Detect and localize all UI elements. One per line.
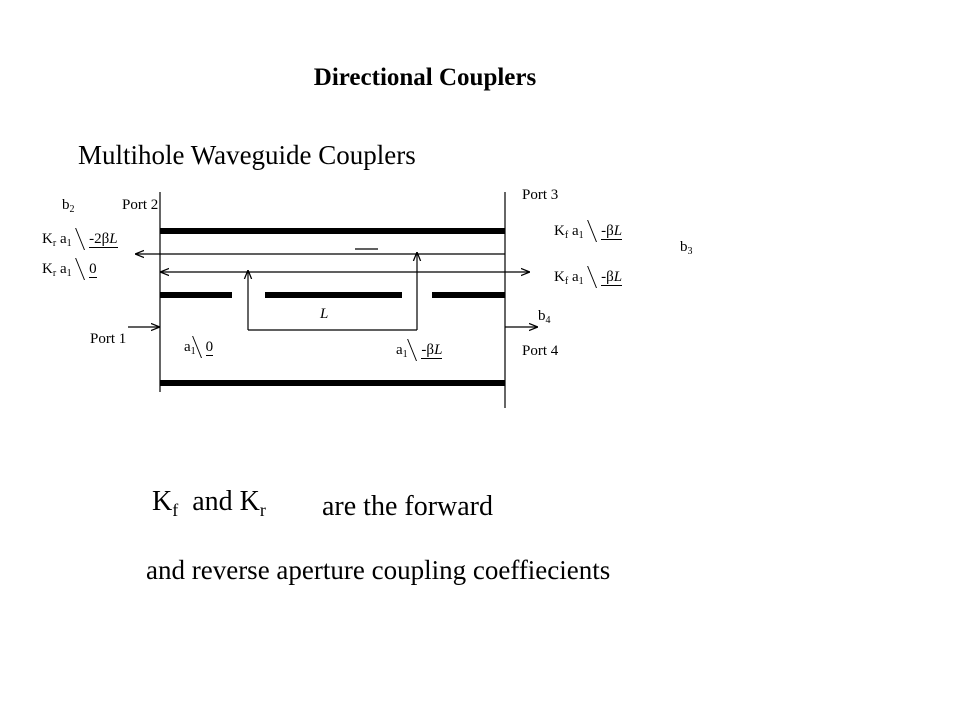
kf-kr-symbols: Kf and Kr — [152, 486, 266, 520]
port2-label: Port 2 — [122, 197, 159, 213]
port4-label: Port 4 — [522, 343, 559, 359]
common-wall-segment-2 — [265, 292, 402, 298]
b3-label: b3 — [680, 239, 693, 257]
caption-line-1: are the forward — [322, 491, 494, 522]
b2-label: b2 — [62, 197, 75, 215]
page-subtitle: Multihole Waveguide Couplers — [78, 140, 416, 170]
reverse-wave-label-1: Kr a1 -2βL — [42, 231, 118, 249]
secondary-guide-top-wall — [160, 228, 505, 234]
main-guide-bottom-wall — [160, 380, 505, 386]
length-label: L — [320, 306, 329, 322]
forward-wave-label-2: Kf a1 -βL — [554, 269, 623, 287]
incident-wave-label-hole2: a1 -βL — [396, 342, 443, 360]
common-wall-segment-3 — [432, 292, 505, 298]
port3-label: Port 3 — [522, 187, 559, 203]
reverse-wave-label-2: Kr a1 0 — [42, 261, 97, 279]
caption-line-2: and reverse aperture coupling coeffiecie… — [146, 555, 611, 585]
common-wall-segment-1 — [160, 292, 232, 298]
forward-wave-label-1: Kf a1 -βL — [554, 223, 623, 241]
page-title: Directional Couplers — [313, 64, 537, 91]
b4-label: b4 — [538, 308, 551, 326]
port1-label: Port 1 — [90, 331, 127, 347]
